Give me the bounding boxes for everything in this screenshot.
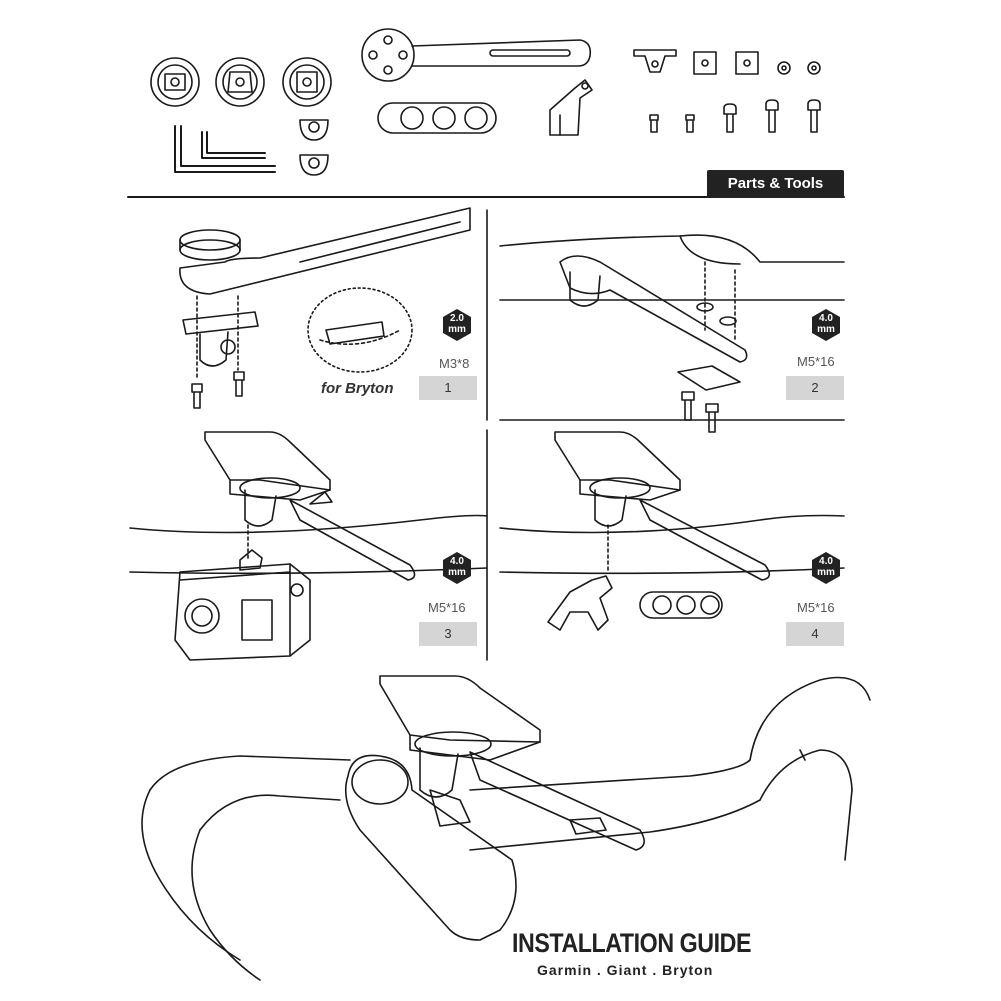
- bryton-mount-disc: [282, 57, 332, 107]
- parts-tools-tag: Parts & Tools: [707, 170, 844, 198]
- step3-illustration: [129, 431, 488, 661]
- step-number-4: 4: [786, 622, 844, 646]
- washer-1: [777, 61, 791, 75]
- screw-spec-step1: M3*8: [439, 356, 470, 371]
- wahoo-mount-disc: [215, 57, 265, 107]
- hex-badge-icon: [443, 309, 471, 341]
- nut-plate-2: [735, 51, 759, 75]
- badge-size-value: 2.0: [450, 313, 464, 324]
- bracket-part: [633, 49, 677, 73]
- step-number-2: 2: [786, 376, 844, 400]
- garmin-mount-disc: [150, 57, 200, 107]
- badge-size-value: 4.0: [819, 556, 833, 567]
- step4-illustration: [499, 431, 845, 631]
- step-number-1: 1: [419, 376, 477, 400]
- screws-row: [649, 99, 821, 133]
- installation-guide-title: INSTALLATION GUIDE: [512, 928, 752, 958]
- nut-plate-1: [693, 51, 717, 75]
- badge-unit: mm: [817, 567, 835, 578]
- step1-illustration: [179, 207, 471, 409]
- badge-size-value: 4.0: [819, 313, 833, 324]
- washer-2: [807, 61, 821, 75]
- badge-unit: mm: [448, 567, 466, 578]
- screw-spec-step2: M5*16: [797, 354, 835, 369]
- hex-badge-icon: [443, 552, 471, 584]
- hex-key-small: [201, 131, 266, 159]
- badge-unit: mm: [817, 324, 835, 335]
- bryton-note: for Bryton: [321, 380, 394, 397]
- badge-size-value: 4.0: [450, 556, 464, 567]
- brand-compatibility-list: Garmin . Giant . Bryton: [537, 962, 714, 978]
- step2-illustration: [499, 234, 845, 433]
- screw-spec-step3: M5*16: [428, 600, 466, 615]
- gopro-adapter-part: [549, 79, 593, 136]
- hex-key-large: [174, 125, 276, 173]
- shim-washer-2: [299, 154, 329, 176]
- badge-unit: mm: [448, 324, 466, 335]
- extension-arm-part: [361, 28, 592, 82]
- shim-washer-1: [299, 119, 329, 141]
- hex-badge-icon: [812, 309, 840, 341]
- final-assembly-illustration: [141, 675, 871, 981]
- step-number-3: 3: [419, 622, 477, 646]
- hex-badge-icon: [812, 552, 840, 584]
- screw-spec-step4: M5*16: [797, 600, 835, 615]
- light-adapter-plate: [377, 102, 497, 134]
